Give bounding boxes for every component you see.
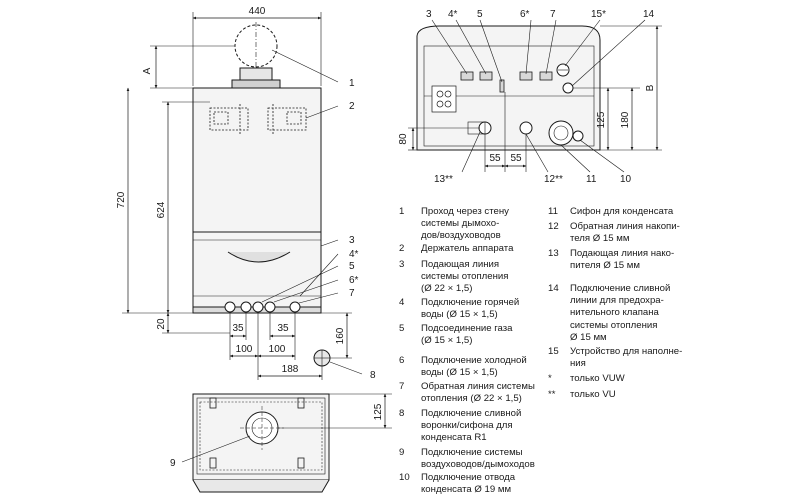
boiler-body <box>192 87 322 308</box>
callout-1: 1 <box>349 78 355 89</box>
heating-return-port <box>289 301 301 313</box>
top-view-labels: 3 4* 5 6* 7 15* 14 B 180 125 80 55 55 13… <box>398 9 656 185</box>
bottom-view-labels: 125 9 <box>170 403 384 469</box>
top-callout-14: 14 <box>643 9 655 20</box>
legend-note-vuw: *только VUW <box>548 373 625 384</box>
dim-height-720: 720 <box>116 191 127 208</box>
condensate-siphon <box>548 120 574 146</box>
dim-100-left: 100 <box>236 344 253 355</box>
storage-return-connection <box>519 121 533 135</box>
top-callout-15: 15* <box>591 9 606 20</box>
front-view-labels: 440 A 720 624 20 35 35 100 100 188 160 1… <box>116 6 376 381</box>
bottom-pipe-stubs <box>209 397 305 469</box>
top-view <box>408 19 662 173</box>
dim-55-left: 55 <box>489 153 501 164</box>
hot-water-port <box>240 301 252 313</box>
heating-flow-port <box>224 301 236 313</box>
top-view-body <box>416 25 601 151</box>
callout-6: 6* <box>349 275 359 286</box>
condensate-drain <box>572 130 584 142</box>
top-callout-7: 7 <box>550 9 556 20</box>
callout-5: 5 <box>349 261 355 272</box>
callout-7: 7 <box>349 288 355 299</box>
dim-80: 80 <box>398 133 409 145</box>
front-panel-curve <box>227 251 291 263</box>
dim-100-right: 100 <box>269 344 286 355</box>
dim-624: 624 <box>156 201 167 218</box>
cold-water-port <box>264 301 276 313</box>
top-callout-4: 4* <box>448 9 458 20</box>
top-callout-3: 3 <box>426 9 432 20</box>
callout-8: 8 <box>370 370 376 381</box>
mounting-bracket <box>209 104 307 134</box>
bottom-view <box>181 393 392 493</box>
dim-a: A <box>142 67 153 74</box>
legend-note-vu: **только VU <box>548 389 616 400</box>
gas-port <box>252 301 264 313</box>
dim-top-125: 125 <box>596 111 607 128</box>
dim-55-right: 55 <box>510 153 522 164</box>
dim-35-left: 35 <box>232 323 244 334</box>
dim-20: 20 <box>156 318 167 330</box>
safety-valve-connection <box>562 82 574 94</box>
dim-160: 160 <box>335 327 346 344</box>
top-callout-6: 6* <box>520 9 530 20</box>
control-panel <box>431 85 457 113</box>
top-callout-5: 5 <box>477 9 483 20</box>
dim-b: B <box>645 84 656 91</box>
dim-180: 180 <box>620 111 631 128</box>
dim-width-440: 440 <box>249 6 266 17</box>
callout-3: 3 <box>349 235 355 246</box>
front-view <box>122 12 363 380</box>
top-callout-11: 11 <box>586 174 597 185</box>
top-callout-13: 13** <box>434 174 453 185</box>
callout-2: 2 <box>349 101 355 112</box>
dim-35-right: 35 <box>277 323 289 334</box>
dim-188: 188 <box>282 364 299 375</box>
callout-4: 4* <box>349 249 359 260</box>
callout-9: 9 <box>170 458 176 469</box>
top-callout-12: 12** <box>544 174 563 185</box>
top-callout-10: 10 <box>620 174 632 185</box>
dim-bottom-125: 125 <box>373 403 384 420</box>
